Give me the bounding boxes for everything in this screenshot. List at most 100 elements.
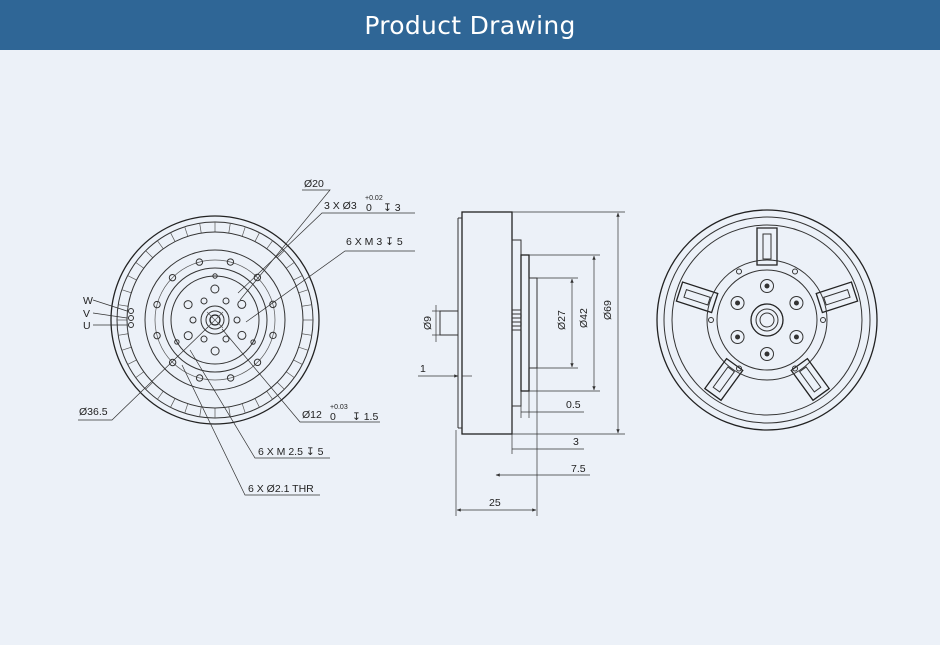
pin-hole bbox=[250, 339, 256, 345]
rim-slot bbox=[285, 371, 295, 378]
rim-slot bbox=[118, 333, 129, 336]
screw-socket bbox=[764, 283, 770, 289]
inner-hole bbox=[222, 297, 230, 305]
rim-slot bbox=[254, 232, 260, 242]
rib bbox=[511, 317, 522, 323]
callout-d12-tol-lower: 0 bbox=[330, 411, 336, 423]
rim-slot bbox=[285, 262, 295, 269]
spoke bbox=[703, 357, 744, 402]
rim-slot bbox=[184, 226, 189, 237]
inner-hole bbox=[189, 316, 197, 324]
rib bbox=[511, 325, 522, 331]
rear-mount-plate bbox=[706, 259, 828, 381]
wire-label-w: W bbox=[83, 295, 93, 307]
rear-bolt-hole bbox=[820, 317, 826, 323]
rim-slot bbox=[157, 390, 164, 400]
inner-hole bbox=[222, 335, 230, 343]
spoke-slot bbox=[798, 366, 822, 393]
wire-label-u: U bbox=[83, 320, 91, 332]
rear-bolt-hole bbox=[792, 268, 798, 275]
bolt-hole bbox=[168, 358, 177, 367]
bolt-hole bbox=[168, 273, 177, 282]
spoke-slot bbox=[683, 288, 711, 306]
screw-socket bbox=[793, 300, 799, 306]
spoke bbox=[756, 227, 778, 266]
dim-d69-label: Ø69 bbox=[602, 300, 614, 320]
rim-slot bbox=[145, 381, 154, 390]
page-title: Product Drawing bbox=[364, 10, 576, 40]
rear-outer-rim bbox=[656, 209, 878, 431]
screw-socket bbox=[735, 300, 741, 306]
mount-flange bbox=[520, 254, 530, 392]
rear-bolt-hole bbox=[792, 365, 798, 372]
leader-line bbox=[221, 328, 380, 423]
rear-shaft-bore bbox=[755, 308, 779, 332]
callout-m2-5: 6 X M 2.5 ↧ 5 bbox=[258, 446, 324, 458]
mount-holes bbox=[153, 258, 277, 382]
leader-line bbox=[92, 299, 128, 312]
rim-slot bbox=[301, 304, 312, 307]
rim-slot bbox=[118, 304, 129, 307]
callout-thr: 6 X Ø2.1 THR bbox=[248, 483, 314, 495]
leader-line bbox=[189, 349, 330, 459]
m2-5-hole bbox=[183, 331, 193, 341]
side-view: Ø69 Ø42 Ø27 Ø9 1 0.5 3 7.5 25 bbox=[418, 211, 625, 516]
rim-slot bbox=[135, 262, 145, 269]
dim-7-5-label: 7.5 bbox=[571, 463, 586, 475]
rim-slot bbox=[228, 406, 231, 417]
header-bar: Product Drawing bbox=[0, 0, 940, 50]
rim-band bbox=[126, 231, 304, 409]
rim-slot bbox=[199, 223, 202, 234]
screw-head bbox=[760, 279, 774, 293]
rim-slot bbox=[135, 371, 145, 378]
leader-line bbox=[78, 326, 209, 421]
wire-terminal bbox=[128, 308, 134, 314]
rim-slot bbox=[121, 289, 132, 294]
callout-m3: 6 X M 3 ↧ 5 bbox=[346, 236, 403, 248]
rim-slot bbox=[170, 232, 176, 242]
bolt-hole bbox=[195, 258, 204, 266]
rim-slot bbox=[157, 240, 164, 250]
screw-head bbox=[789, 330, 804, 344]
rear-spokes bbox=[675, 227, 859, 402]
rim-slot bbox=[276, 250, 285, 259]
m2-5-hole bbox=[237, 299, 247, 309]
rim-slot bbox=[199, 406, 202, 417]
callout-3xd3: 3 X Ø3 bbox=[324, 200, 357, 212]
rear-shaft bbox=[759, 312, 775, 328]
dim-0-5-label: 0.5 bbox=[566, 399, 581, 411]
screw-socket bbox=[735, 334, 741, 340]
rim-ticks bbox=[117, 222, 313, 418]
inner-hole bbox=[200, 335, 208, 343]
m2-5-hole bbox=[237, 330, 247, 340]
outer-rim bbox=[110, 215, 320, 425]
rim-slot bbox=[254, 398, 260, 408]
bolt-hole bbox=[153, 300, 161, 309]
rim-slot bbox=[293, 359, 303, 365]
spoke-slot bbox=[823, 288, 851, 306]
callout-d36-5: Ø36.5 bbox=[79, 406, 108, 418]
stator-body bbox=[461, 211, 513, 435]
spoke bbox=[675, 281, 719, 314]
spoke-slot bbox=[712, 366, 736, 393]
screw-head bbox=[730, 330, 745, 344]
screw-socket bbox=[793, 334, 799, 340]
dim-d27-label: Ø27 bbox=[556, 310, 568, 330]
callout-3xd3-tol-lower: 0 bbox=[366, 202, 372, 214]
inner-hole bbox=[200, 297, 208, 305]
m2-5-hole bbox=[210, 284, 220, 294]
rim-slot bbox=[241, 403, 246, 414]
callout-d12: Ø12 bbox=[302, 409, 322, 421]
wire-terminal bbox=[128, 315, 134, 321]
bolt-hole bbox=[226, 258, 235, 266]
rear-hub-ring bbox=[716, 269, 818, 371]
spoke bbox=[815, 281, 859, 314]
rim-slot bbox=[293, 275, 303, 281]
mount-face bbox=[144, 249, 286, 391]
rear-rim-inner bbox=[663, 216, 871, 424]
leader-line bbox=[239, 189, 331, 301]
rear-bolt-hole bbox=[708, 317, 714, 323]
callout-3xd3-tol-upper: +0.02 bbox=[365, 195, 383, 202]
rear-rim-band bbox=[671, 224, 863, 416]
callout-3xd3-depth: ↧ 3 bbox=[383, 202, 401, 214]
